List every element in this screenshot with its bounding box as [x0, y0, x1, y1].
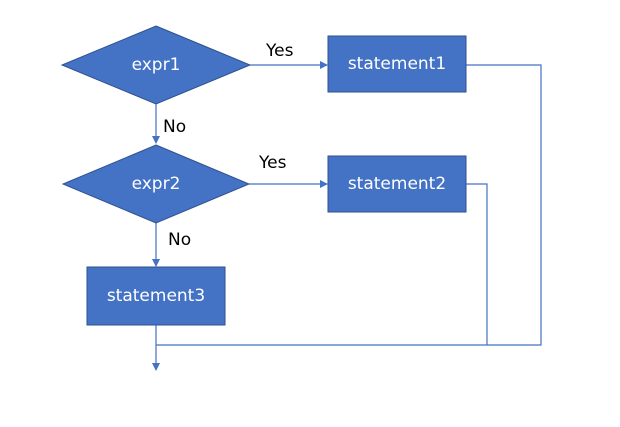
- node-statement2: statement2: [327, 155, 467, 213]
- node-label-expr1: expr1: [132, 55, 181, 75]
- process-box-statement2: [327, 155, 467, 213]
- node-label-statement2: statement2: [348, 174, 446, 194]
- edge-statement1-merge: [156, 64, 542, 346]
- edge-label-expr2-yes: Yes: [258, 153, 287, 173]
- node-statement3: statement3: [86, 266, 226, 326]
- node-label-statement1: statement1: [348, 54, 446, 74]
- node-expr2: expr2: [61, 144, 251, 224]
- edge-label-expr1-yes: Yes: [265, 41, 294, 61]
- edges: Yes No Yes No: [152, 41, 542, 371]
- decision-diamond-expr1: [60, 25, 252, 105]
- nodes: expr1 expr2 statement1 statement2 statem…: [60, 25, 467, 326]
- process-box-statement3: [86, 266, 226, 326]
- process-box-statement1: [327, 35, 467, 93]
- decision-diamond-expr2: [61, 144, 251, 224]
- edge-statement2-merge: [466, 183, 488, 345]
- node-expr1: expr1: [60, 25, 252, 105]
- edge-label-expr1-no: No: [163, 117, 186, 137]
- edge-label-expr2-no: No: [168, 230, 191, 250]
- node-label-statement3: statement3: [107, 286, 205, 306]
- node-statement1: statement1: [327, 35, 467, 93]
- node-label-expr2: expr2: [132, 174, 181, 194]
